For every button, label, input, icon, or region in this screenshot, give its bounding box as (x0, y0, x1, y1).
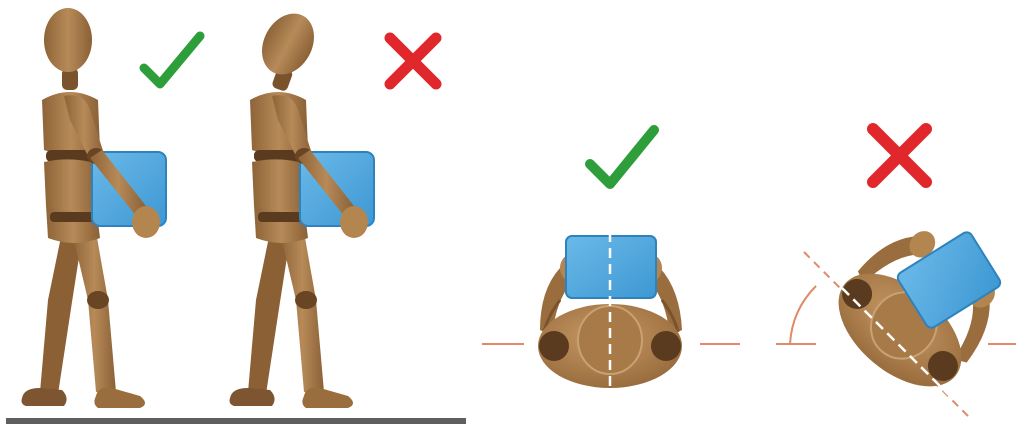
top-twisted-figure (776, 212, 1016, 420)
cross-icon (873, 129, 926, 182)
floor-line (6, 418, 466, 424)
top-aligned-figure (482, 232, 740, 400)
angle-arc (790, 286, 816, 344)
side-bent-figure (230, 4, 375, 408)
check-icon (144, 36, 200, 84)
check-icon (590, 130, 654, 184)
cross-icon (390, 38, 436, 84)
